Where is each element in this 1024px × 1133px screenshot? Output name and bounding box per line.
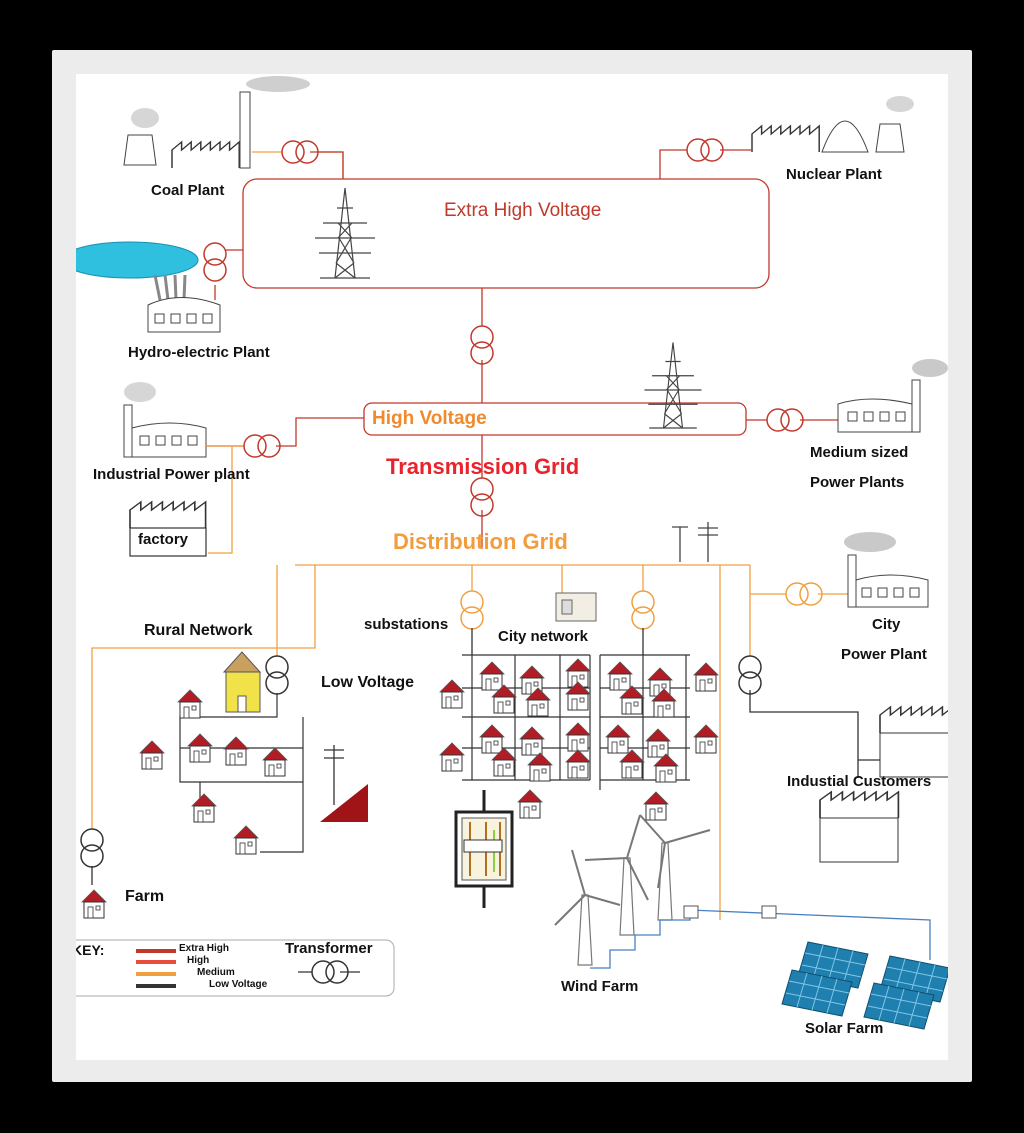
label-industrial-customers: Industial Customers <box>787 773 932 790</box>
industrial-customer-factory-2 <box>819 791 900 863</box>
industrial-customer-factory-1 <box>879 706 948 778</box>
ehv-box <box>242 178 770 289</box>
label-hydro-plant: Hydro-electric Plant <box>128 344 270 361</box>
diagram-canvas: Coal Plant Nuclear Plant Extra High Volt… <box>76 74 948 1060</box>
city-plant-icon <box>847 554 929 608</box>
meter-box-icon <box>454 790 514 908</box>
city-houses <box>439 658 719 821</box>
factory-icon <box>129 501 207 557</box>
industrial-plant-icon <box>123 404 207 458</box>
key-medium: Medium <box>197 967 235 978</box>
wind-turbines <box>554 814 711 966</box>
nuclear-plant-icon <box>751 120 905 153</box>
label-wind-farm: Wind Farm <box>561 978 639 995</box>
rural-lines <box>179 693 304 853</box>
coal-plant-icon <box>123 91 251 169</box>
key-extra-high: Extra High <box>179 943 230 954</box>
label-high-voltage: High Voltage <box>372 408 487 429</box>
label-medium-sized: Medium sized <box>810 444 909 461</box>
label-low-voltage: Low Voltage <box>321 674 415 691</box>
key-high: High <box>187 955 210 966</box>
label-farm: Farm <box>125 888 165 905</box>
label-coal-plant: Coal Plant <box>151 182 225 199</box>
key-box <box>76 939 395 997</box>
label-city: City <box>872 616 901 633</box>
key-title: KEY: <box>76 942 105 958</box>
label-power-plants: Power Plants <box>810 474 905 491</box>
grid-diagram <box>76 76 948 1030</box>
label-transmission-grid: Transmission Grid <box>386 454 580 479</box>
medium-plant-icon <box>837 379 921 433</box>
label-extra-high-voltage: Extra High Voltage <box>444 200 602 221</box>
label-city-network: City network <box>498 628 589 645</box>
label-rural-network: Rural Network <box>144 622 253 639</box>
label-nuclear-plant: Nuclear Plant <box>786 166 882 183</box>
label-substations: substations <box>364 616 449 633</box>
solar-panels <box>781 941 948 1030</box>
label-solar-farm: Solar Farm <box>805 1020 884 1037</box>
hv-box <box>363 402 747 436</box>
rural-house-yellow <box>222 651 262 713</box>
rural-houses <box>139 689 288 855</box>
label-factory: factory <box>138 531 189 548</box>
key-transformer: Transformer <box>285 940 373 957</box>
label-industrial-power-plant: Industrial Power plant <box>93 466 250 483</box>
label-power-plant: Power Plant <box>841 646 927 663</box>
label-distribution-grid: Distribution Grid <box>393 529 568 554</box>
key-low-voltage: Low Voltage <box>209 979 268 990</box>
